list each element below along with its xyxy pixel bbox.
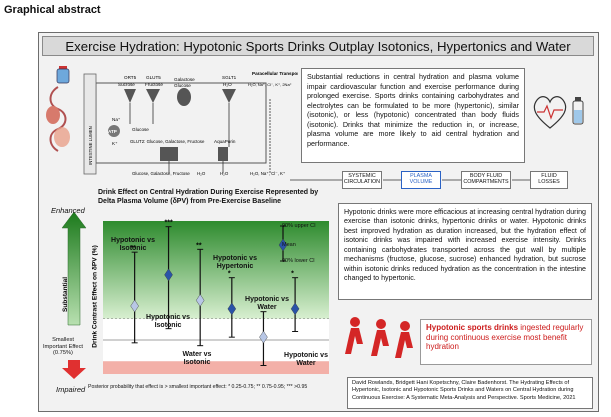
sglt1-label: SGLT1	[222, 75, 237, 80]
page-title: Graphical abstract	[4, 4, 101, 16]
gut-transport-diagram: ORT5 GLUT5 Sucrose Fructose Galactose Gl…	[83, 71, 298, 176]
significance-label-1: **	[131, 245, 137, 252]
mean-marker-3	[195, 293, 205, 307]
enhanced-label: Enhanced	[51, 206, 85, 215]
atp-label: ATP	[108, 129, 117, 134]
neutral-zone	[103, 340, 329, 362]
glut5-label: GLUT5	[146, 75, 161, 80]
aquaporin-label: AquaPorin	[214, 139, 236, 144]
transporter-aquaporin-shape	[218, 147, 228, 161]
category-label-6: Hypotonic vs Water	[284, 352, 328, 368]
k-label: K⁺	[112, 141, 118, 146]
glut2-label: GLUT2: Glucose, Galactose, Fructose	[130, 139, 205, 144]
intestine-label: INTESTINE LUMEN	[88, 126, 93, 165]
flow-plasma-volume: PLASMA VOLUME	[401, 171, 441, 189]
exercising-people-icon	[345, 317, 413, 358]
bottom-h2o-2-label: H₂O	[220, 171, 229, 176]
fructose-label: Fructose	[145, 82, 163, 87]
conclusion-box: Hypotonic sports drinks ingested regular…	[420, 319, 592, 365]
transporter-galactose-shape	[177, 88, 191, 106]
substantial-label: Substantial	[62, 276, 69, 312]
legend-upper-ci: 90% upper CI	[282, 223, 316, 229]
bottom-h2o-label: H₂O	[197, 171, 206, 176]
intro-text-box: Substantial reductions in central hydrat…	[301, 68, 525, 163]
enhanced-zone	[103, 221, 329, 319]
impaired-arrow	[62, 360, 86, 379]
impaired-label: Impaired	[56, 385, 86, 394]
flow-body-fluid-compartments: BODY FLUID COMPARTMENTS	[461, 171, 511, 189]
category-label-1: Hypotonic vs Isotonic	[111, 237, 155, 253]
category-label-3: Hypotonic vs Hypertonic	[213, 255, 257, 271]
mean-marker-6	[290, 302, 300, 316]
category-label-4: Hypotonic vs Water	[245, 296, 289, 312]
na-label: Na⁺	[112, 117, 121, 122]
atp-pump-shape	[108, 125, 120, 137]
transporter-glut2-shape	[160, 147, 178, 161]
significance-label-6: *	[291, 271, 294, 278]
glucose-only-label: Glucose	[132, 127, 149, 132]
chart-footnote: Posterior probability that effect is > s…	[88, 384, 308, 390]
paracellular-label: Paracellular Transport	[252, 71, 298, 76]
significance-label-2: ***	[165, 220, 173, 227]
bottom-ions-label: H₂O, Na⁺, Cl⁻, K⁺	[250, 171, 285, 176]
transporter-sglt1-shape	[222, 89, 236, 103]
flow-arrows	[290, 179, 530, 181]
transporter-ort5-shape	[124, 89, 136, 103]
mean-marker-2	[164, 268, 173, 282]
impaired-zone	[103, 361, 329, 374]
galactose-label: Galactose	[174, 77, 195, 82]
digestive-system-icon	[46, 86, 70, 152]
abstract-header: Exercise Hydration: Hypotonic Sports Dri…	[42, 36, 594, 56]
category-label-2: Hypotonic vs Isotonic	[146, 314, 190, 330]
flow-fluid-losses: FLUID LOSSES	[530, 171, 568, 189]
citation-box: David Rowlands, Bridgett Hani Kopetschny…	[347, 377, 593, 409]
significance-label-3: **	[196, 242, 202, 249]
legend-mean: Mean	[282, 242, 296, 248]
legend-mean-marker	[278, 238, 288, 252]
lumen-strip	[83, 73, 97, 175]
effect-direction-arrows	[61, 211, 87, 379]
mean-marker-1	[130, 299, 139, 313]
heart-rate-icon	[533, 96, 567, 129]
forest-plot: *********	[103, 220, 329, 374]
conclusion-highlight: Hypotonic sports drinks	[426, 323, 519, 332]
category-label-5: Water vs Isotonic	[182, 351, 212, 367]
sucrose-label: Sucrose	[118, 82, 135, 87]
glucose-label: Glucose	[174, 83, 191, 88]
ort5-label: ORT5	[124, 75, 137, 80]
sports-drink-icon	[56, 66, 70, 84]
conclusion-rest: ingested regularly during continuous exe…	[426, 323, 584, 352]
mean-marker-4	[227, 302, 237, 316]
enhanced-arrow	[61, 211, 87, 326]
paracellular-items: H₂O, Na⁺, Cl⁻, K⁺, 2Na⁺	[248, 82, 292, 87]
chart-title: Drink Effect on Central Hydration During…	[98, 189, 319, 205]
mean-marker-5	[259, 330, 268, 344]
trivial-zone	[103, 318, 329, 340]
flow-systemic-circulation: SYSTEMIC CIRCULATION	[342, 171, 382, 189]
water-bottle-icon	[572, 97, 584, 125]
smallest-effect-label: Smallest Important Effect (0.75%)	[42, 337, 84, 357]
significance-label-4: *	[228, 271, 231, 278]
legend-lower-ci: 90% lower CI	[282, 258, 315, 264]
results-text-box: Hypotonic drinks were more efficacious a…	[338, 203, 592, 300]
bottom-sugars-label: Glucose, Galactose, Fructose	[132, 171, 190, 176]
transporter-glut5-shape	[146, 89, 160, 103]
h2o-label: H₂O	[223, 82, 232, 87]
